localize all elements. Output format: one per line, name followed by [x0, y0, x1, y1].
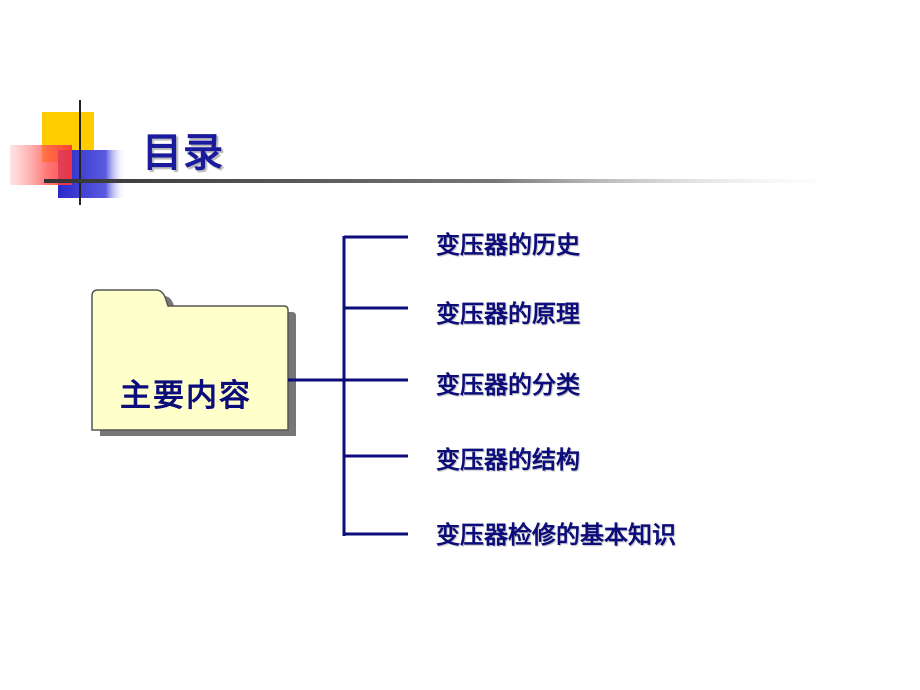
folder-label: 主要内容 — [120, 378, 252, 414]
tree-connectors — [288, 235, 408, 536]
title-decoration — [10, 100, 864, 205]
branch-label-classification: 变压器的分类 — [436, 371, 580, 399]
deco-red-square — [10, 145, 72, 185]
page-title: 目录 — [142, 130, 224, 176]
branch-label-maintenance: 变压器检修的基本知识 — [436, 521, 676, 549]
branch-label-history: 变压器的历史 — [436, 231, 580, 259]
branch-label-principle: 变压器的原理 — [436, 300, 580, 328]
folder-icon — [91, 289, 289, 431]
branch-label-structure: 变压器的结构 — [436, 446, 580, 474]
title-rule — [44, 179, 864, 183]
